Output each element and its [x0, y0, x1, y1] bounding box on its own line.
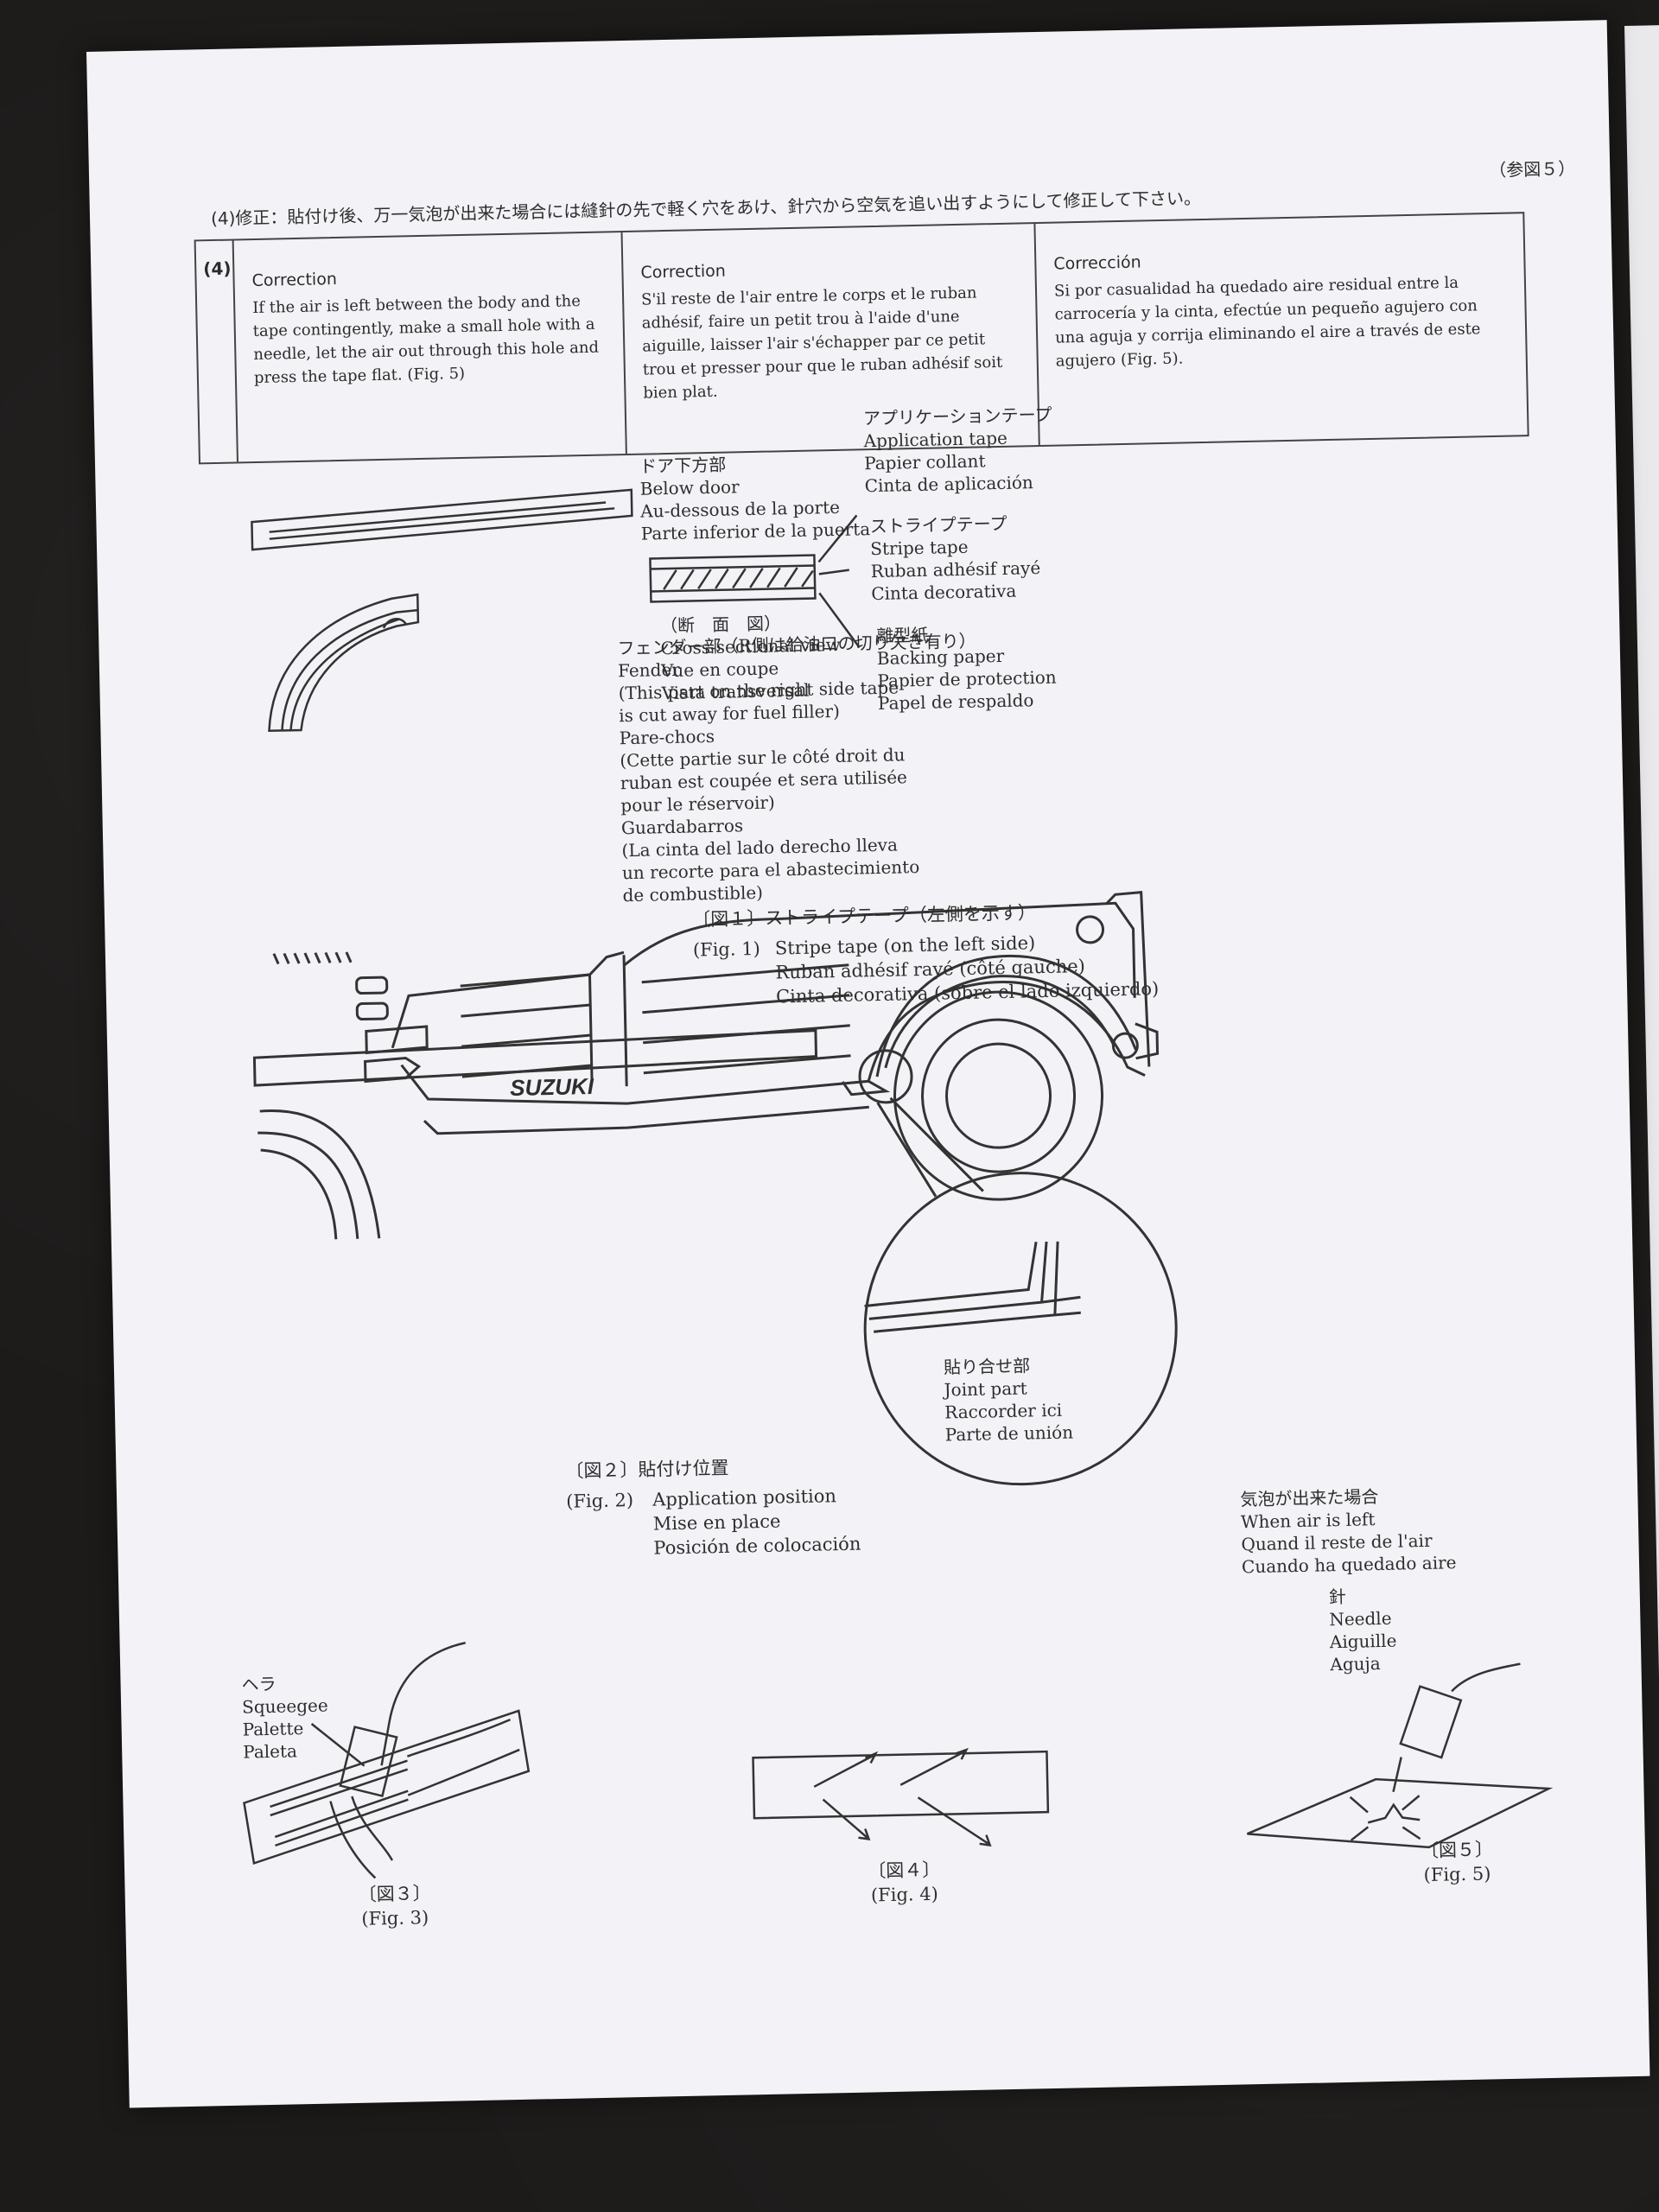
- joint-part-en: Joint part: [944, 1377, 1027, 1401]
- air-left-label: 気泡が出来た場合 When air is left Quand il reste…: [1240, 1484, 1457, 1578]
- application-tape-label: アプリケーションテープ Application tape Papier coll…: [863, 404, 1054, 498]
- backing-paper-label: 離型紙 Backing paper Papier de protection P…: [876, 621, 1057, 715]
- squeegee-fr: Palette: [242, 1718, 304, 1740]
- needle-es: Aguja: [1330, 1653, 1381, 1675]
- fig5-caption-jp: 〔図５〕: [1420, 1839, 1494, 1862]
- backing-paper-es: Papel de respaldo: [877, 690, 1034, 714]
- stripe-tape-es: Cinta decorativa: [871, 580, 1017, 605]
- below-door-label: ドア下方部 Below door Au-dessous de la porte …: [639, 450, 871, 545]
- fig1-caption-number: (Fig. 1): [692, 938, 760, 961]
- cross-section-label: （断 面 図） Cross-sectional view Vue en coup…: [660, 611, 842, 704]
- fig3-caption: 〔図３〕 (Fig. 3): [358, 1881, 431, 1931]
- fig2-caption-number: (Fig. 2): [566, 1490, 634, 1512]
- instruction-sheet: (4)修正：貼付け後、万一気泡が出来た場合には縫針の先で軽く穴をあけ、針穴から空…: [86, 20, 1650, 2108]
- needle-fr: Aiguille: [1329, 1630, 1397, 1653]
- fig4-caption: 〔図４〕 (Fig. 4): [868, 1858, 941, 1908]
- joint-part-fr: Raccorder ici: [944, 1399, 1063, 1423]
- application-tape-jp: アプリケーションテープ: [862, 404, 1052, 429]
- fig2-caption: Application position Mise en place Posic…: [652, 1484, 861, 1560]
- stripe-tape-label: ストライプテープ Stripe tape Ruban adhésif rayé …: [869, 512, 1041, 605]
- joint-part-label: 貼り合せ部 Joint part Raccorder ici Parte de …: [944, 1353, 1074, 1446]
- fig3-caption-jp: 〔図３〕: [358, 1883, 431, 1905]
- below-door-stripe-drawing: SUZUKI: [243, 488, 1554, 1879]
- air-left-es: Cuando ha quedado aire: [1241, 1552, 1457, 1578]
- squeegee-jp: ヘラ: [241, 1673, 276, 1695]
- squeegee-en: Squeegee: [241, 1694, 328, 1718]
- fig2-caption-en: Application position: [652, 1485, 837, 1510]
- below-door-es: Parte inferior de la puerta: [640, 518, 871, 544]
- vehicle-brand-decal: SUZUKI: [510, 1073, 594, 1101]
- application-tape-es: Cinta de aplicación: [864, 472, 1033, 497]
- fig5-caption-en: (Fig. 5): [1423, 1863, 1491, 1886]
- fig3-caption-en: (Fig. 3): [361, 1907, 429, 1929]
- fig1-caption: Stripe tape (on the left side) Ruban adh…: [775, 928, 1160, 1008]
- squeegee-es: Paleta: [242, 1740, 298, 1763]
- needle-jp: 針: [1328, 1586, 1347, 1608]
- needle-en: Needle: [1329, 1607, 1392, 1630]
- fig5-caption: 〔図５〕 (Fig. 5): [1421, 1837, 1494, 1887]
- fig4-caption-jp: 〔図４〕: [868, 1859, 941, 1882]
- cross-section-en: Cross-sectional view: [660, 633, 841, 659]
- joint-part-jp: 貼り合せ部: [943, 1355, 1031, 1378]
- cross-section-es: Vista transversal: [661, 679, 810, 704]
- fig4-caption-en: (Fig. 4): [870, 1883, 939, 1906]
- joint-part-es: Parte de unión: [944, 1421, 1074, 1446]
- squeegee-label: ヘラ Squeegee Palette Paleta: [241, 1672, 329, 1764]
- fig2-caption-jp: 〔図２〕貼付け位置: [565, 1457, 729, 1482]
- needle-label: 針 Needle Aiguille Aguja: [1328, 1585, 1397, 1676]
- stripe-tape-en: Stripe tape: [869, 536, 969, 560]
- fig2-caption-es: Posición de colocación: [653, 1533, 861, 1559]
- stripe-tape-fr: Ruban adhésif rayé: [870, 557, 1041, 582]
- stripe-tape-jp: ストライプテープ: [869, 512, 1007, 537]
